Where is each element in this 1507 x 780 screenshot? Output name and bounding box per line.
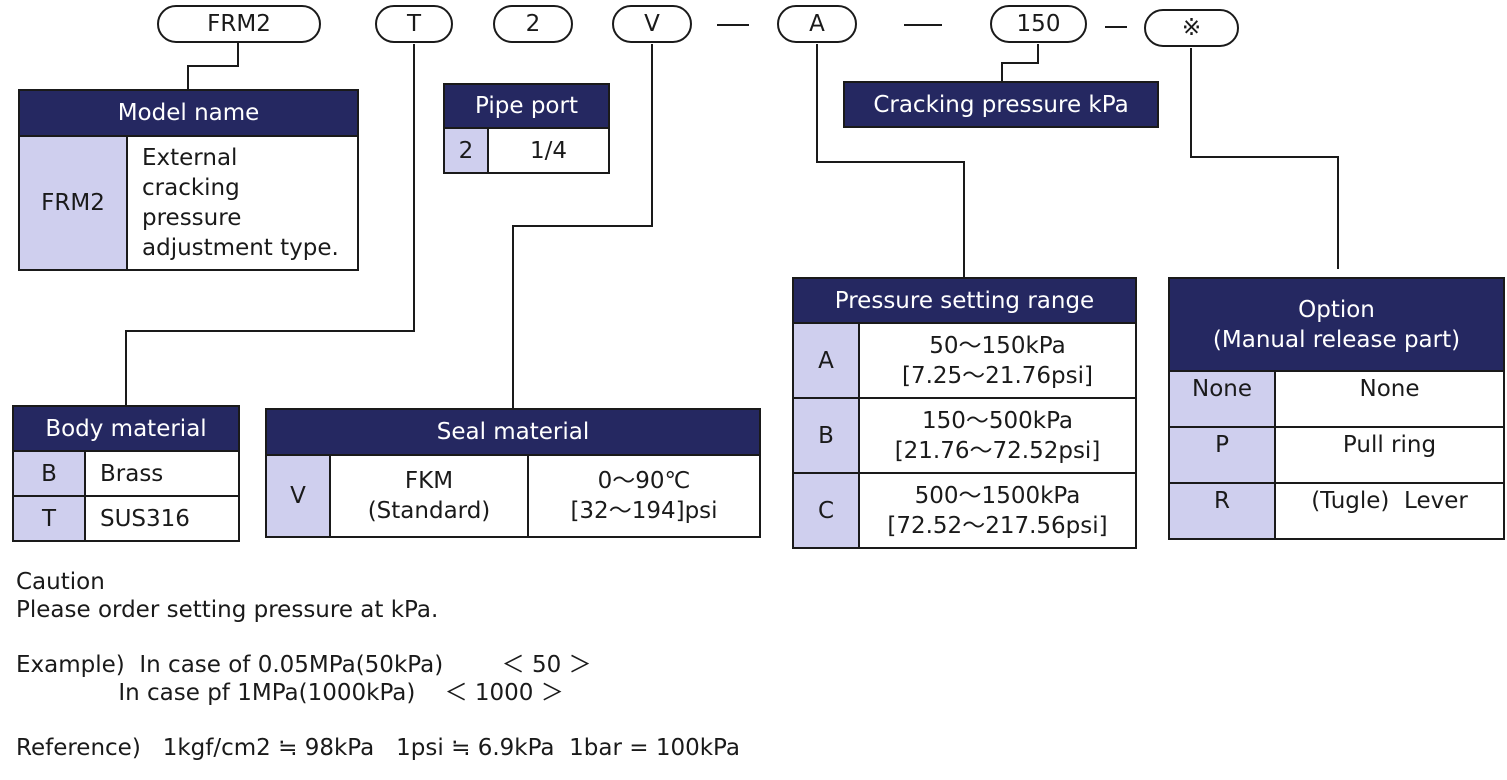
option-table: Option (Manual release part) None None P…: [1168, 277, 1505, 540]
connector-body: [125, 44, 415, 406]
seal-material-title: Seal material: [265, 408, 761, 456]
code-dash: [1105, 26, 1127, 28]
code-pill-port: 2: [493, 5, 573, 43]
code-pill-pressure: 150: [990, 5, 1087, 43]
caution-title: Caution: [16, 569, 105, 595]
pipe-port-value: 1/4: [487, 127, 610, 174]
pipe-port-title: Pipe port: [443, 83, 610, 129]
pipe-port-table: Pipe port 2 1/4: [443, 83, 610, 174]
cracking-pressure-label: Cracking pressure kPa: [843, 81, 1159, 128]
body-value-brass: Brass: [84, 450, 240, 497]
option-value-pull-ring: Pull ring: [1274, 426, 1505, 484]
code-pill-model: FRM2: [157, 5, 321, 43]
option-title: Option (Manual release part): [1168, 277, 1505, 372]
reference-line: Reference) 1kgf/cm2 ≒ 98kPa 1psi ≒ 6.9kP…: [16, 735, 740, 761]
code-pill-range: A: [777, 5, 857, 43]
seal-material-value: FKM (Standard): [329, 454, 529, 538]
body-code-b: B: [12, 450, 86, 497]
model-description: External cracking pressure adjustment ty…: [126, 135, 359, 271]
body-code-t: T: [12, 495, 86, 542]
seal-temperature-range: 0～90℃ [32～194]psi: [527, 454, 761, 538]
model-name-title: Model name: [18, 89, 359, 137]
option-value-none: None: [1274, 370, 1505, 428]
connector-range: [816, 44, 965, 278]
range-code-a: A: [792, 322, 860, 399]
connector-option: [1190, 48, 1339, 269]
range-value-b: 150～500kPa [21.76～72.52psi]: [858, 397, 1137, 474]
model-code-cell: FRM2: [18, 135, 128, 271]
option-value-lever: (Tugle) Lever: [1274, 482, 1505, 540]
pressure-range-title: Pressure setting range: [792, 277, 1137, 324]
range-value-c: 500～1500kPa [72.52～217.56psi]: [858, 472, 1137, 549]
option-code-p: P: [1168, 426, 1276, 484]
code-dash: [904, 24, 942, 26]
example-line-2: In case pf 1MPa(1000kPa) ＜ 1000 ＞: [16, 680, 564, 706]
option-code-r: R: [1168, 482, 1276, 540]
body-value-sus316: SUS316: [84, 495, 240, 542]
code-pill-body: T: [375, 5, 453, 43]
connector-model: [187, 43, 239, 90]
code-dash: [717, 24, 749, 26]
range-code-b: B: [792, 397, 860, 474]
body-material-table: Body material B Brass T SUS316: [12, 405, 240, 542]
model-name-table: Model name FRM2 External cracking pressu…: [18, 89, 359, 271]
seal-code-v: V: [265, 454, 331, 538]
caution-text: Please order setting pressure at kPa.: [16, 597, 439, 623]
seal-material-table: Seal material V FKM (Standard) 0～90℃ [32…: [265, 408, 761, 538]
cracking-pressure-box: Cracking pressure kPa: [843, 81, 1159, 128]
connector-pressure: [1001, 44, 1039, 82]
code-pill-option: ※: [1144, 9, 1239, 47]
notes-block: Caution Please order setting pressure at…: [16, 568, 740, 762]
body-material-title: Body material: [12, 405, 240, 452]
code-pill-seal: V: [612, 5, 692, 43]
option-code-none: None: [1168, 370, 1276, 428]
pressure-range-table: Pressure setting range A 50～150kPa [7.25…: [792, 277, 1137, 549]
example-line-1: Example) In case of 0.05MPa(50kPa) ＜ 50 …: [16, 652, 592, 678]
connector-seal: [512, 44, 653, 409]
range-value-a: 50～150kPa [7.25～21.76psi]: [858, 322, 1137, 399]
range-code-c: C: [792, 472, 860, 549]
pipe-port-code: 2: [443, 127, 489, 174]
